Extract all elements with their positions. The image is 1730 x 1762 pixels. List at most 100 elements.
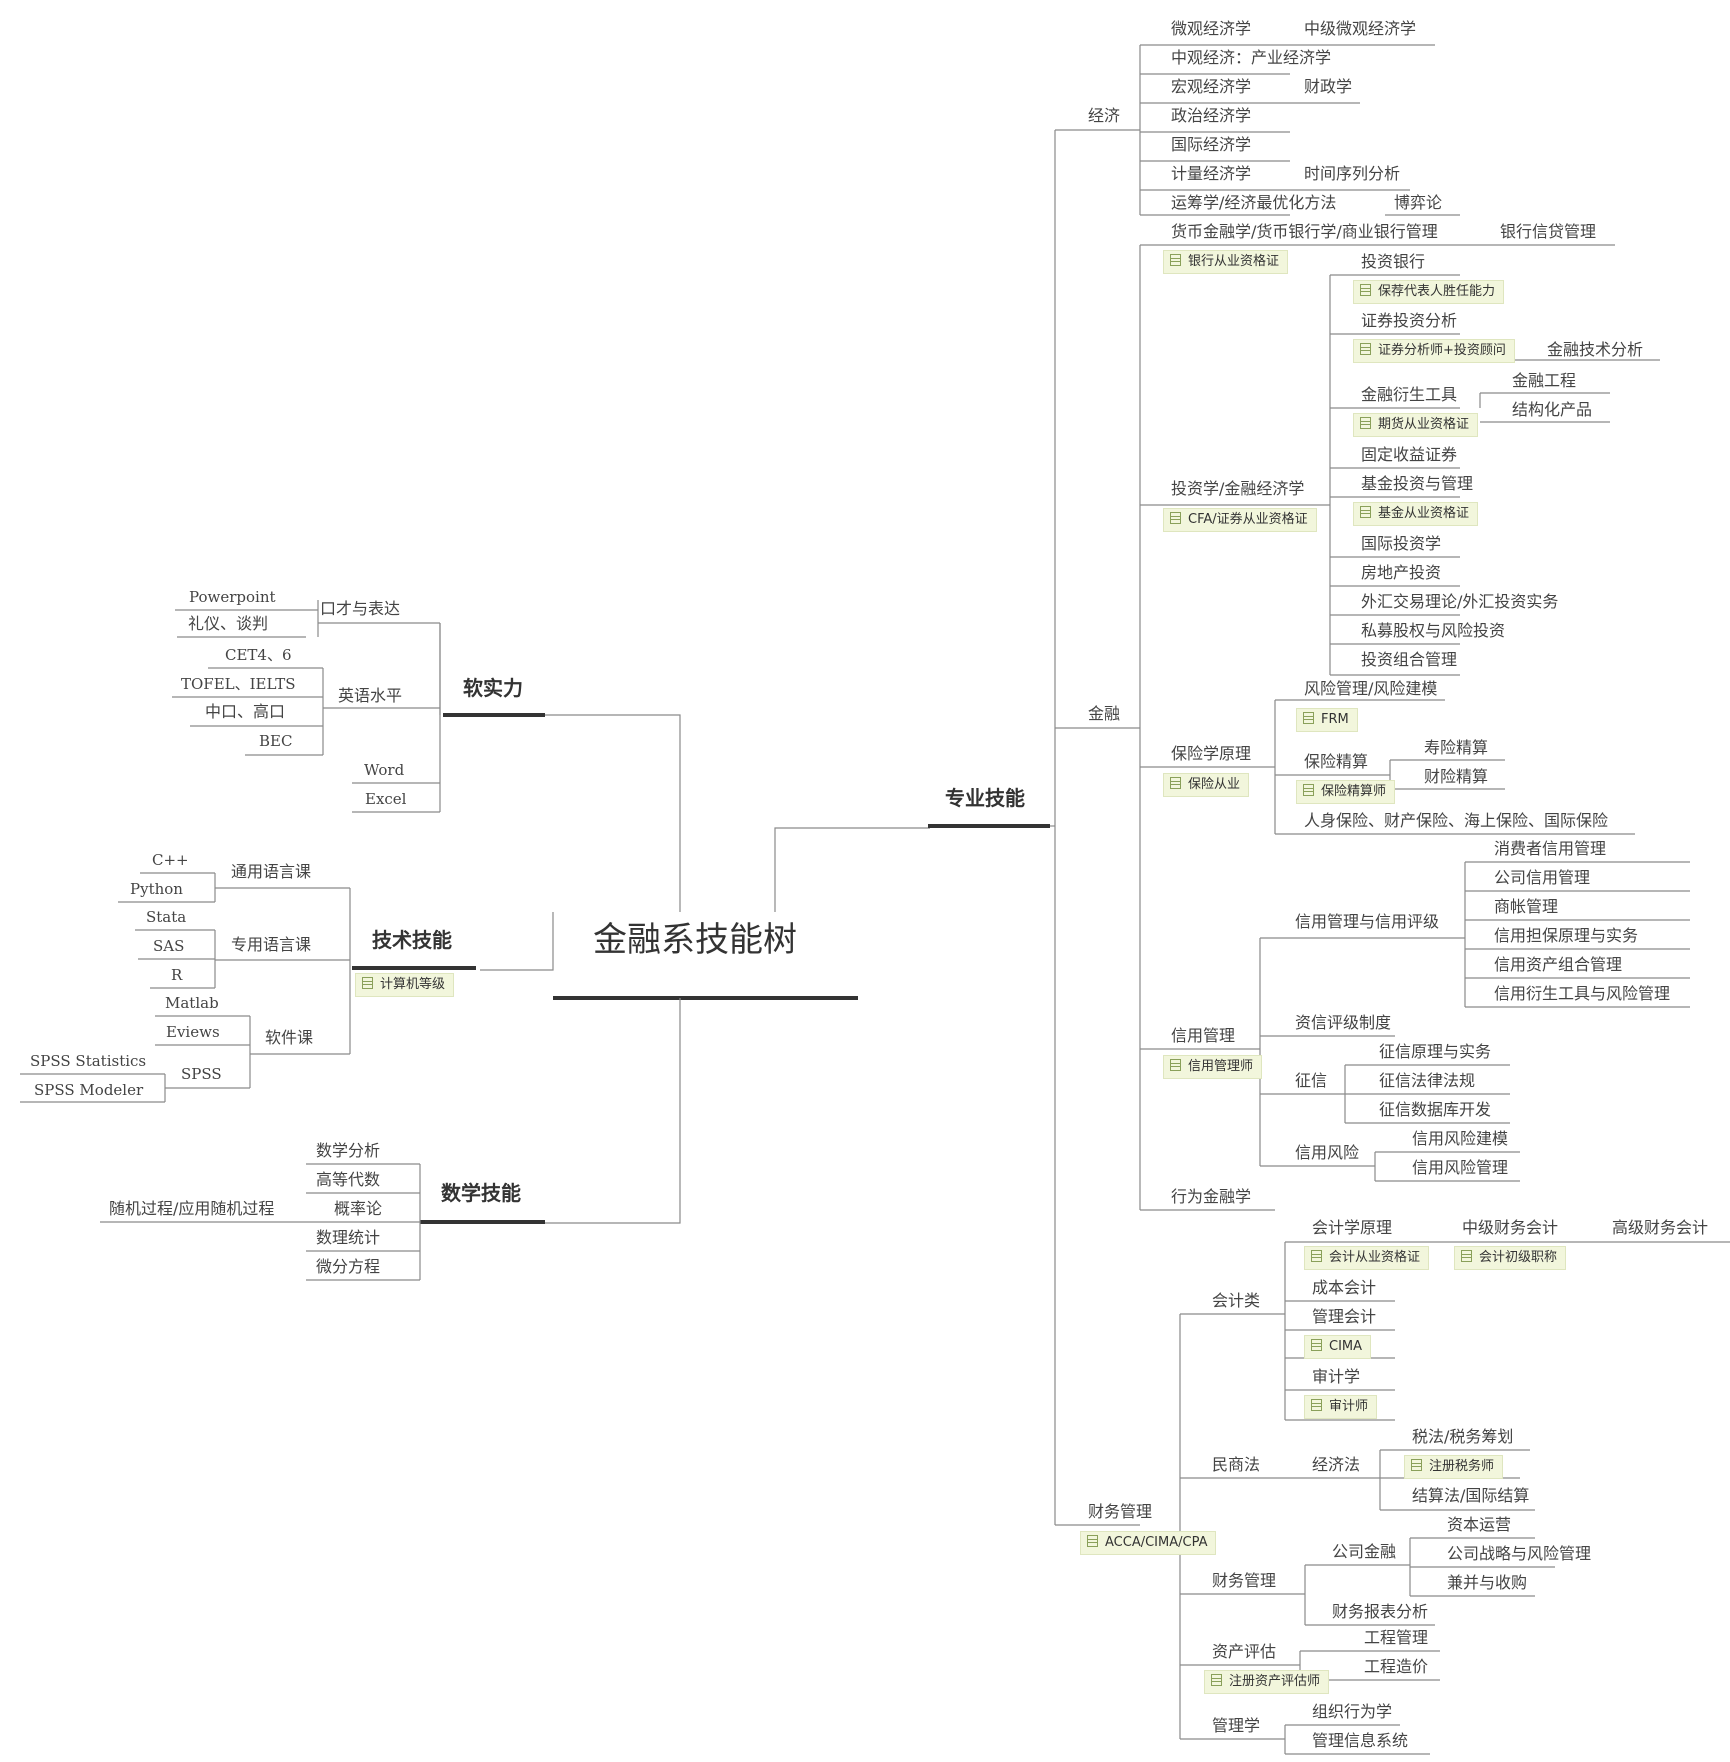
node[interactable]: 风险管理/风险建模 [1304,679,1438,698]
node[interactable]: 信用风险建模 [1412,1129,1509,1148]
node[interactable]: R [171,966,183,984]
node[interactable]: 高等代数 [316,1170,381,1189]
node[interactable]: 消费者信用管理 [1494,839,1607,858]
tag[interactable]: 信用管理师 [1163,1055,1263,1079]
node[interactable]: 中级微观经济学 [1304,19,1417,38]
node[interactable]: 金融工程 [1512,371,1577,390]
branch-math[interactable]: 数学技能 [441,1181,521,1205]
tag[interactable]: 期货从业资格证 [1353,413,1479,437]
node[interactable]: Powerpoint [189,588,276,606]
node[interactable]: 兼并与收购 [1447,1573,1528,1592]
tag[interactable]: 基金从业资格证 [1353,502,1479,526]
node[interactable]: 财务报表分析 [1332,1602,1429,1621]
node[interactable]: 资信评级制度 [1295,1013,1392,1032]
node[interactable]: 管理学 [1212,1716,1261,1735]
node[interactable]: 征信数据库开发 [1379,1100,1492,1119]
node[interactable]: 信用管理 [1171,1026,1236,1045]
tag[interactable]: 保险精算师 [1296,780,1396,804]
node[interactable]: 微观经济学 [1171,19,1252,38]
node[interactable]: 英语水平 [338,686,403,705]
node[interactable]: 会计学原理 [1312,1218,1393,1237]
node[interactable]: 专用语言课 [231,935,312,954]
node[interactable]: 工程造价 [1364,1657,1429,1676]
node[interactable]: 时间序列分析 [1304,164,1401,183]
tag[interactable]: ACCA/CIMA/CPA [1080,1531,1217,1555]
node[interactable]: 高级财务会计 [1612,1218,1709,1237]
node[interactable]: 信用衍生工具与风险管理 [1494,984,1671,1003]
tag[interactable]: 会计初级职称 [1454,1246,1567,1270]
node[interactable]: 民商法 [1212,1455,1261,1474]
node[interactable]: Stata [146,908,187,926]
node[interactable]: 中级财务会计 [1462,1218,1559,1237]
node[interactable]: 私募股权与风险投资 [1361,621,1506,640]
node[interactable]: Excel [365,790,407,808]
node[interactable]: 经济法 [1312,1455,1361,1474]
node[interactable]: 基金投资与管理 [1361,474,1474,493]
node[interactable]: 随机过程/应用随机过程 [109,1199,275,1218]
node[interactable]: 概率论 [334,1199,383,1218]
node[interactable]: 财险精算 [1424,767,1489,786]
node[interactable]: 税法/税务筹划 [1412,1427,1514,1446]
node[interactable]: 国际经济学 [1171,135,1252,154]
branch-soft[interactable]: 软实力 [463,676,523,700]
node[interactable]: SPSS Modeler [34,1081,144,1099]
node[interactable]: 中观经济：产业经济学 [1171,48,1332,67]
node[interactable]: BEC [259,732,293,750]
node[interactable]: 工程管理 [1364,1628,1429,1647]
tag[interactable]: 证券分析师+投资顾问 [1353,339,1515,363]
node[interactable]: 保险精算 [1304,752,1369,771]
node[interactable]: 行为金融学 [1171,1187,1252,1206]
node[interactable]: 货币金融学/货币银行学/商业银行管理 [1171,222,1438,241]
node[interactable]: 金融 [1088,704,1121,723]
node[interactable]: 财政学 [1304,77,1353,96]
node[interactable]: 管理信息系统 [1312,1731,1409,1750]
branch-pro[interactable]: 专业技能 [945,786,1025,810]
node[interactable]: C++ [152,851,189,869]
node[interactable]: 经济 [1088,106,1121,125]
tag-computer-level[interactable]: 计算机等级 [355,973,455,997]
node[interactable]: 数学分析 [316,1141,381,1160]
branch-tech[interactable]: 技术技能 [372,928,452,952]
node[interactable]: 计量经济学 [1171,164,1252,183]
node[interactable]: 资本运营 [1447,1515,1512,1534]
node[interactable]: 公司信用管理 [1494,868,1591,887]
node[interactable]: 信用管理与信用评级 [1295,912,1440,931]
node[interactable]: 投资学/金融经济学 [1171,479,1305,498]
node[interactable]: 寿险精算 [1424,738,1489,757]
node[interactable]: Eviews [166,1023,220,1041]
node[interactable]: Python [130,880,183,898]
node[interactable]: TOFEL、IELTS [181,675,296,693]
node[interactable]: 软件课 [265,1028,314,1047]
node[interactable]: SPSS [181,1065,222,1083]
node[interactable]: 国际投资学 [1361,534,1442,553]
node[interactable]: 财务管理 [1088,1502,1153,1521]
tag[interactable]: 保荐代表人胜任能力 [1353,280,1505,304]
node[interactable]: 公司战略与风险管理 [1447,1544,1592,1563]
node[interactable]: 信用资产组合管理 [1494,955,1623,974]
node[interactable]: 金融技术分析 [1547,340,1644,359]
node[interactable]: 微分方程 [316,1257,381,1276]
node[interactable]: 审计学 [1312,1367,1361,1386]
node[interactable]: SAS [153,937,185,955]
node[interactable]: 征信法律法规 [1379,1071,1476,1090]
node[interactable]: 运筹学/经济最优化方法 [1171,193,1337,212]
node[interactable]: 保险学原理 [1171,744,1252,763]
node[interactable]: SPSS Statistics [30,1052,147,1070]
node[interactable]: 金融衍生工具 [1361,385,1458,404]
node[interactable]: 人身保险、财产保险、海上保险、国际保险 [1304,811,1609,830]
node[interactable]: 投资组合管理 [1361,650,1458,669]
tag[interactable]: 注册资产评估师 [1204,1670,1330,1694]
node[interactable]: Word [364,761,405,779]
node[interactable]: 组织行为学 [1312,1702,1393,1721]
node[interactable]: 房地产投资 [1361,563,1442,582]
node[interactable]: 通用语言课 [231,862,312,881]
node[interactable]: 银行信贷管理 [1500,222,1597,241]
node[interactable]: 博弈论 [1394,193,1443,212]
tag[interactable]: 保险从业 [1163,773,1250,797]
node[interactable]: 证券投资分析 [1361,311,1458,330]
node[interactable]: Matlab [165,994,219,1012]
node[interactable]: 口才与表达 [320,599,401,618]
tag[interactable]: 银行从业资格证 [1163,250,1289,274]
node[interactable]: 宏观经济学 [1171,77,1252,96]
tag[interactable]: CFA/证券从业资格证 [1163,508,1317,532]
